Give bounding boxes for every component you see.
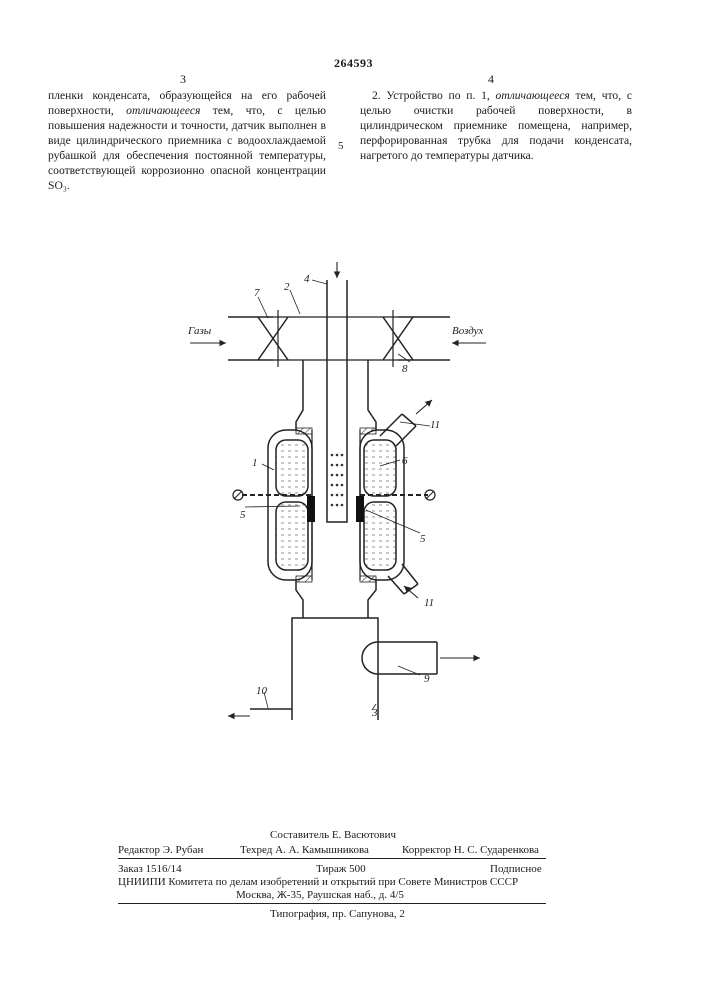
ref-5-left: 5 [240, 509, 246, 521]
valve-7 [258, 317, 288, 360]
claim2-text-start: 2. Устройство по п. 1, [372, 89, 496, 102]
air-inlet-duct [398, 317, 450, 360]
footer-institute: ЦНИИПИ Комитета по делам изобретений и о… [118, 875, 548, 889]
ref-5-right: 5 [420, 533, 426, 545]
column-left-text: пленки конденсата, образующейся на его р… [48, 88, 326, 193]
footer-rule-bottom [118, 903, 546, 904]
ref-8: 8 [402, 363, 408, 375]
outlet-9 [362, 642, 437, 674]
claim1-text-end: тем, что, с целью повышения надежности и… [48, 104, 326, 192]
ref-6: 6 [402, 455, 408, 467]
ref-7: 7 [254, 287, 260, 299]
column-number-right: 4 [488, 72, 494, 87]
column-right-text: 2. Устройство по п. 1, отличающееся тем,… [360, 88, 632, 163]
label-air: Воздух [452, 325, 483, 337]
footer-compiler: Составитель Е. Васютович [270, 828, 396, 842]
condensate-chamber-3 [292, 618, 378, 720]
gas-inlet-duct [228, 317, 273, 360]
footer-address: Москва, Ж-35, Раушская наб., д. 4/5 [236, 888, 404, 902]
footer-printing: Типография, пр. Сапунова, 2 [270, 907, 405, 921]
neck-2 [296, 360, 376, 430]
footer-circulation: Тираж 500 [316, 862, 366, 876]
column-number-left: 3 [180, 72, 186, 87]
ref-11-bottom: 11 [424, 597, 434, 609]
footer-subscription: Подписное [490, 862, 542, 876]
ref-1: 1 [252, 457, 258, 469]
line-number-marker: 5 [338, 140, 344, 152]
ref-10: 10 [256, 685, 268, 697]
footer-editor: Редактор Э. Рубан [118, 843, 203, 857]
claim1-emphasis: отличающееся [126, 104, 200, 117]
footer-corrector: Корректор Н. С. Сударенкова [402, 843, 539, 857]
footer-techred: Техред А. А. Камышникова [240, 843, 369, 857]
patent-number: 264593 [0, 56, 707, 71]
valve-8 [383, 317, 413, 360]
drain-10 [250, 709, 292, 720]
device-drawing: Газы Воздух 1 2 3 4 5 5 6 7 8 9 10 11 11 [0, 250, 707, 720]
footer-order: Заказ 1516/14 [118, 862, 182, 876]
ref-4: 4 [304, 273, 310, 285]
label-gases: Газы [187, 325, 212, 337]
claim2-emphasis: отличающееся [496, 89, 570, 102]
ref-2: 2 [284, 281, 290, 293]
ref-9: 9 [424, 673, 430, 685]
ref-11-top: 11 [430, 419, 440, 431]
footer-rule-top [118, 858, 546, 859]
ref-3: 3 [371, 707, 378, 719]
